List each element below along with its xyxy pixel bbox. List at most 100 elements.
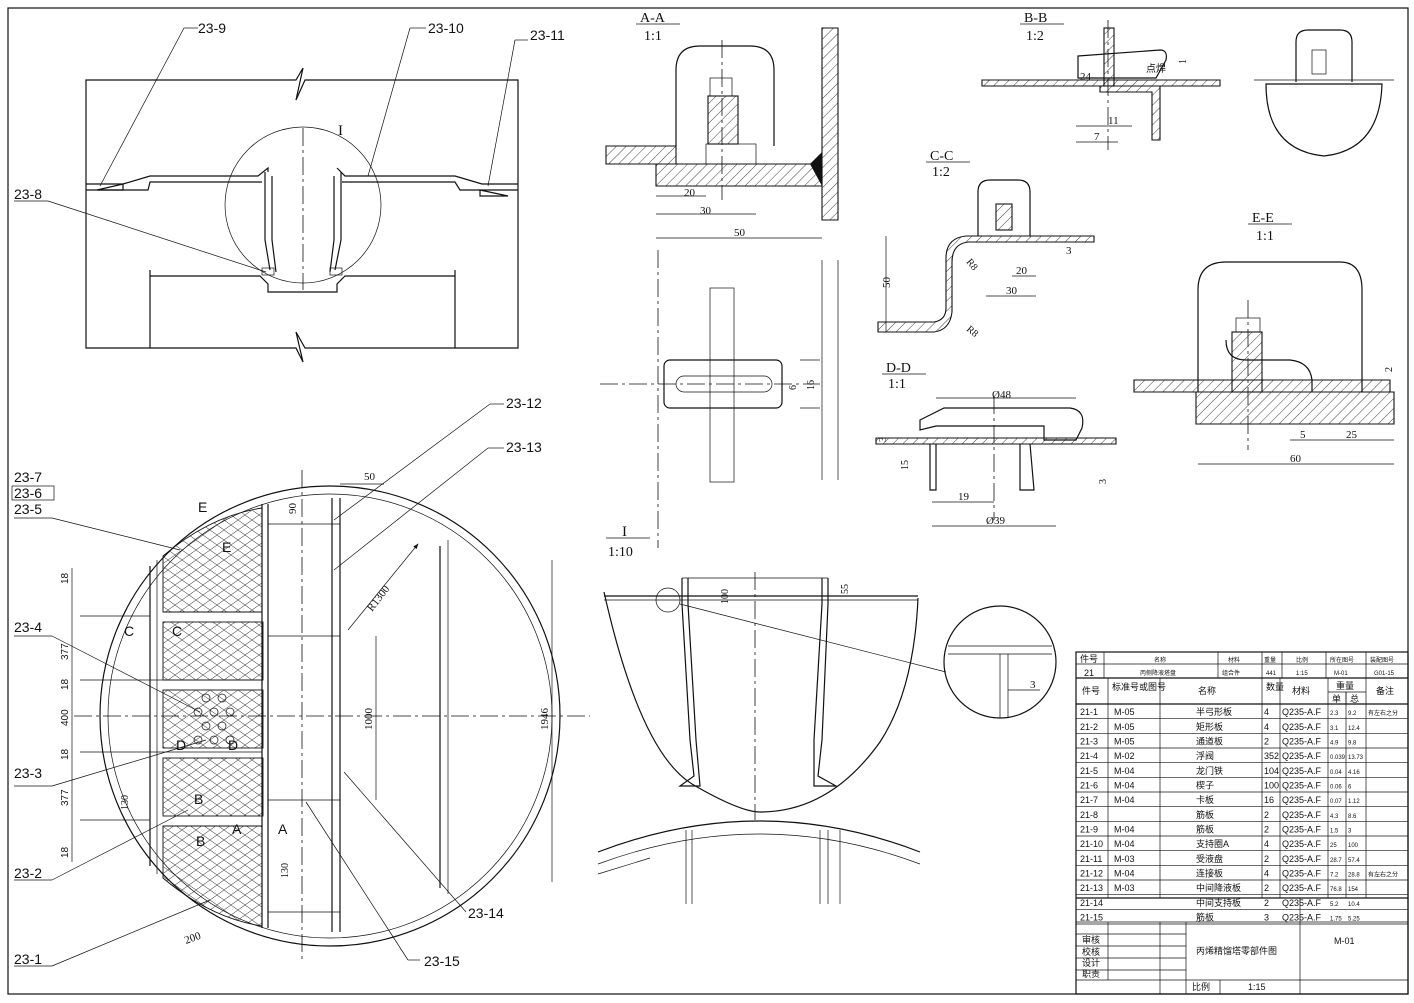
parts-cell-std: M-04 [1114,869,1135,879]
dim-400: 400 [60,709,71,726]
parts-cell-std: M-04 [1114,795,1135,805]
th2-total: 总 [1350,693,1359,704]
dd-dim-d39: Ø39 [986,515,1005,527]
tray-plan-view: C C D D B B A A E E 18 377 18 400 18 377… [60,470,590,962]
ee-dim-5: 5 [1300,429,1306,441]
callout-23-9: 23-9 [198,20,226,36]
th2-qty: 数量 [1266,681,1284,692]
parts-cell-t: 57.4 [1348,858,1360,864]
parts-cell-u: 0.039 [1330,755,1346,761]
parts-cell-mat: Q235-A.F [1282,839,1322,849]
parts-cell-no: 21-14 [1080,898,1103,908]
parts-cell-name: 中间降液板 [1196,882,1241,893]
aa-dim-16: 16 [806,380,817,390]
parts-cell-qty: 352 [1264,751,1279,761]
ee-dim-25: 25 [1346,429,1358,441]
detail-i-view: I 1:10 100 55 3 [597,524,1057,904]
section-mark-a-left: A [232,821,242,837]
th2-name: 名称 [1198,685,1216,696]
dim-377-a: 377 [60,643,71,660]
detail-i-dim-100: 100 [720,589,731,604]
section-aa-scale: 1:1 [644,29,662,44]
detail-i-dim-55: 55 [840,584,851,594]
th-part-no: 件号 [1080,653,1098,664]
cc-dim-r8-top: R8 [964,257,980,273]
parts-cell-mat: Q235-A.F [1282,795,1322,805]
section-mark-d-right: D [228,737,238,753]
parts-cell-std: M-05 [1114,722,1135,732]
aa-dim-50: 50 [734,227,746,239]
scale-value: 1:15 [1248,982,1266,992]
callout-23-2: 23-2 [14,865,42,881]
sig-review: 审核 [1082,934,1100,945]
parts-cell-qty: 2 [1264,737,1269,747]
parts-cell-std: M-02 [1114,751,1135,761]
section-mark-c-right: C [172,623,182,639]
ee-dim-2: 2 [1384,367,1395,372]
parts-cell-t: 154 [1348,887,1359,893]
section-a-a: A-A 1:1 20 30 50 6 16 [600,11,839,548]
sig-duty: 职责 [1082,968,1100,979]
top-section-view: I [85,67,519,363]
scale-label: 比例 [1192,981,1210,992]
callout-23-6: 23-6 [14,485,42,501]
parts-cell-qty: 2 [1264,825,1269,835]
bb-weld-label: 点焊 [1146,63,1166,75]
parts-cell-t: 9.8 [1348,741,1357,747]
section-mark-b-bottom: B [196,833,205,849]
dim-200: 200 [183,930,203,947]
parts-cell-name: 受液盘 [1196,853,1223,864]
parts-cell-no: 21-12 [1080,869,1103,879]
detail-i-scale: 1:10 [608,545,633,560]
drawing-number: M-01 [1334,936,1355,946]
parts-cell-no: 21-3 [1080,737,1098,747]
aa-dim-6: 6 [788,385,799,390]
parts-cell-t: 4.16 [1348,770,1360,776]
parts-cell-no: 21-6 [1080,781,1098,791]
section-mark-a-right: A [278,821,288,837]
parts-cell-no: 21-4 [1080,751,1098,761]
parts-cell-mat: Q235-A.F [1282,883,1322,893]
parts-cell-qty: 2 [1264,898,1269,908]
parts-cell-qty: 104 [1264,766,1279,776]
parts-cell-mat: Q235-A.F [1282,766,1322,776]
parts-cell-qty: 3 [1264,913,1269,923]
parts-cell-name: 通道板 [1196,736,1223,747]
parts-cell-no: 21-11 [1080,854,1102,864]
parts-cell-no: 21-13 [1080,883,1103,893]
section-bb-title: B-B [1024,11,1047,26]
parts-cell-mat: Q235-A.F [1282,737,1322,747]
parts-cell-t: 9.2 [1348,711,1357,717]
parts-cell-mat: Q235-A.F [1282,869,1322,879]
cc-dim-20: 20 [1016,265,1028,277]
section-e-e: E-E 1:1 2 5 25 60 [1133,211,1395,465]
parts-cell-u: 0.07 [1330,799,1342,805]
parts-cell-name: 卡板 [1196,794,1214,805]
parts-cell-mat: Q235-A.F [1282,722,1322,732]
bb-dim-7: 7 [1094,131,1100,143]
parts-cell-u: 2.3 [1330,711,1339,717]
drawing-title: 丙烯精馏塔零部件图 [1196,945,1277,956]
section-b-b: B-B 1:2 24 点焊 1 11 7 [981,11,1221,150]
detail-i-title: I [622,524,627,540]
parts-cell-name: 矩形板 [1196,721,1223,732]
detail-mark-i: I [338,123,343,139]
dd-dim-3: 3 [878,437,889,442]
parts-cell-note: 有左右之分 [1368,871,1398,879]
cc-dim-50: 50 [881,277,893,289]
parts-cell-qty: 4 [1264,839,1269,849]
section-c-c: C-C 1:2 50 R8 20 3 30 R8 [877,149,1095,340]
dim-377-b: 377 [60,789,71,806]
parts-cell-qty: 4 [1264,869,1269,879]
parts-cell-std: M-05 [1114,707,1135,717]
section-mark-c-left: C [124,623,134,639]
parts-cell-qty: 100 [1264,781,1279,791]
parts-cell-mat: Q235-A.F [1282,898,1322,908]
parts-cell-u: 76.8 [1330,887,1342,893]
parts-cell-u: 1.5 [1330,829,1339,835]
parts-cell-u: 28.7 [1330,858,1342,864]
section-bb-scale: 1:2 [1026,29,1044,44]
asm-dwg-no: M-01 [1334,671,1348,677]
section-mark-e-bottom: E [222,539,231,555]
parts-cell-no: 21-5 [1080,766,1098,776]
